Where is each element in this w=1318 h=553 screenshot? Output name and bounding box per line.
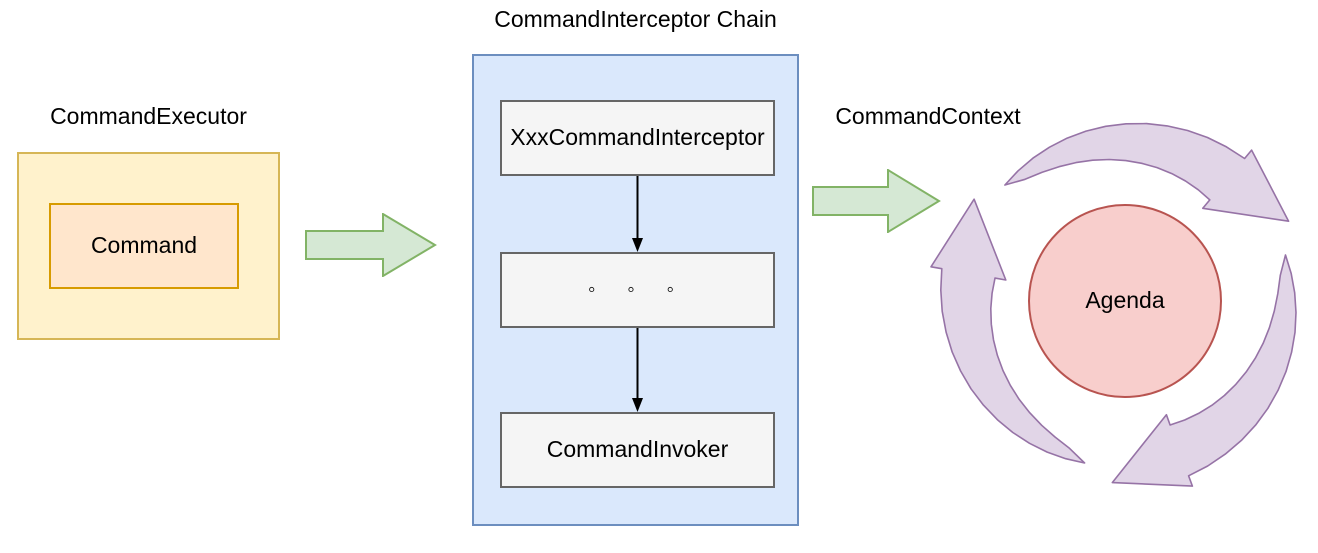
down-arrowhead-icon [632,398,643,412]
command-context-cycle [930,122,1297,487]
command-box: Command [49,203,239,289]
ellipsis-dots: ◦ ◦ ◦ [587,278,687,302]
right-arrow-icon [812,169,941,233]
agenda-circle [1028,204,1222,398]
chain-title: CommandInterceptor Chain [494,6,777,32]
cycle-arrow-right [1111,254,1297,487]
chain-node-label: CommandInvoker [546,436,729,463]
agenda-label: Agenda [1085,287,1165,314]
flow-arrow-1 [305,213,437,277]
chain-node-xxx-command-interceptor: XxxCommandInterceptor [500,100,775,176]
agenda-label-wrap: Agenda [1029,205,1221,397]
right-arrow-icon [305,213,437,277]
chain-node-command-invoker: CommandInvoker [500,412,775,488]
context-title: CommandContext [835,103,1021,129]
chain-node-ellipsis: ◦ ◦ ◦ [500,252,775,328]
flow-arrow-2 [812,169,941,233]
command-label: Command [90,232,198,259]
cycle-arrow-top [1004,122,1290,222]
executor-title: CommandExecutor [50,103,247,129]
chain-node-label: XxxCommandInterceptor [510,124,765,151]
interceptor-chain-container: XxxCommandInterceptor ◦ ◦ ◦ CommandInvok… [472,54,799,526]
down-arrowhead-icon [632,238,643,252]
cycle-arrow-left [930,198,1086,464]
